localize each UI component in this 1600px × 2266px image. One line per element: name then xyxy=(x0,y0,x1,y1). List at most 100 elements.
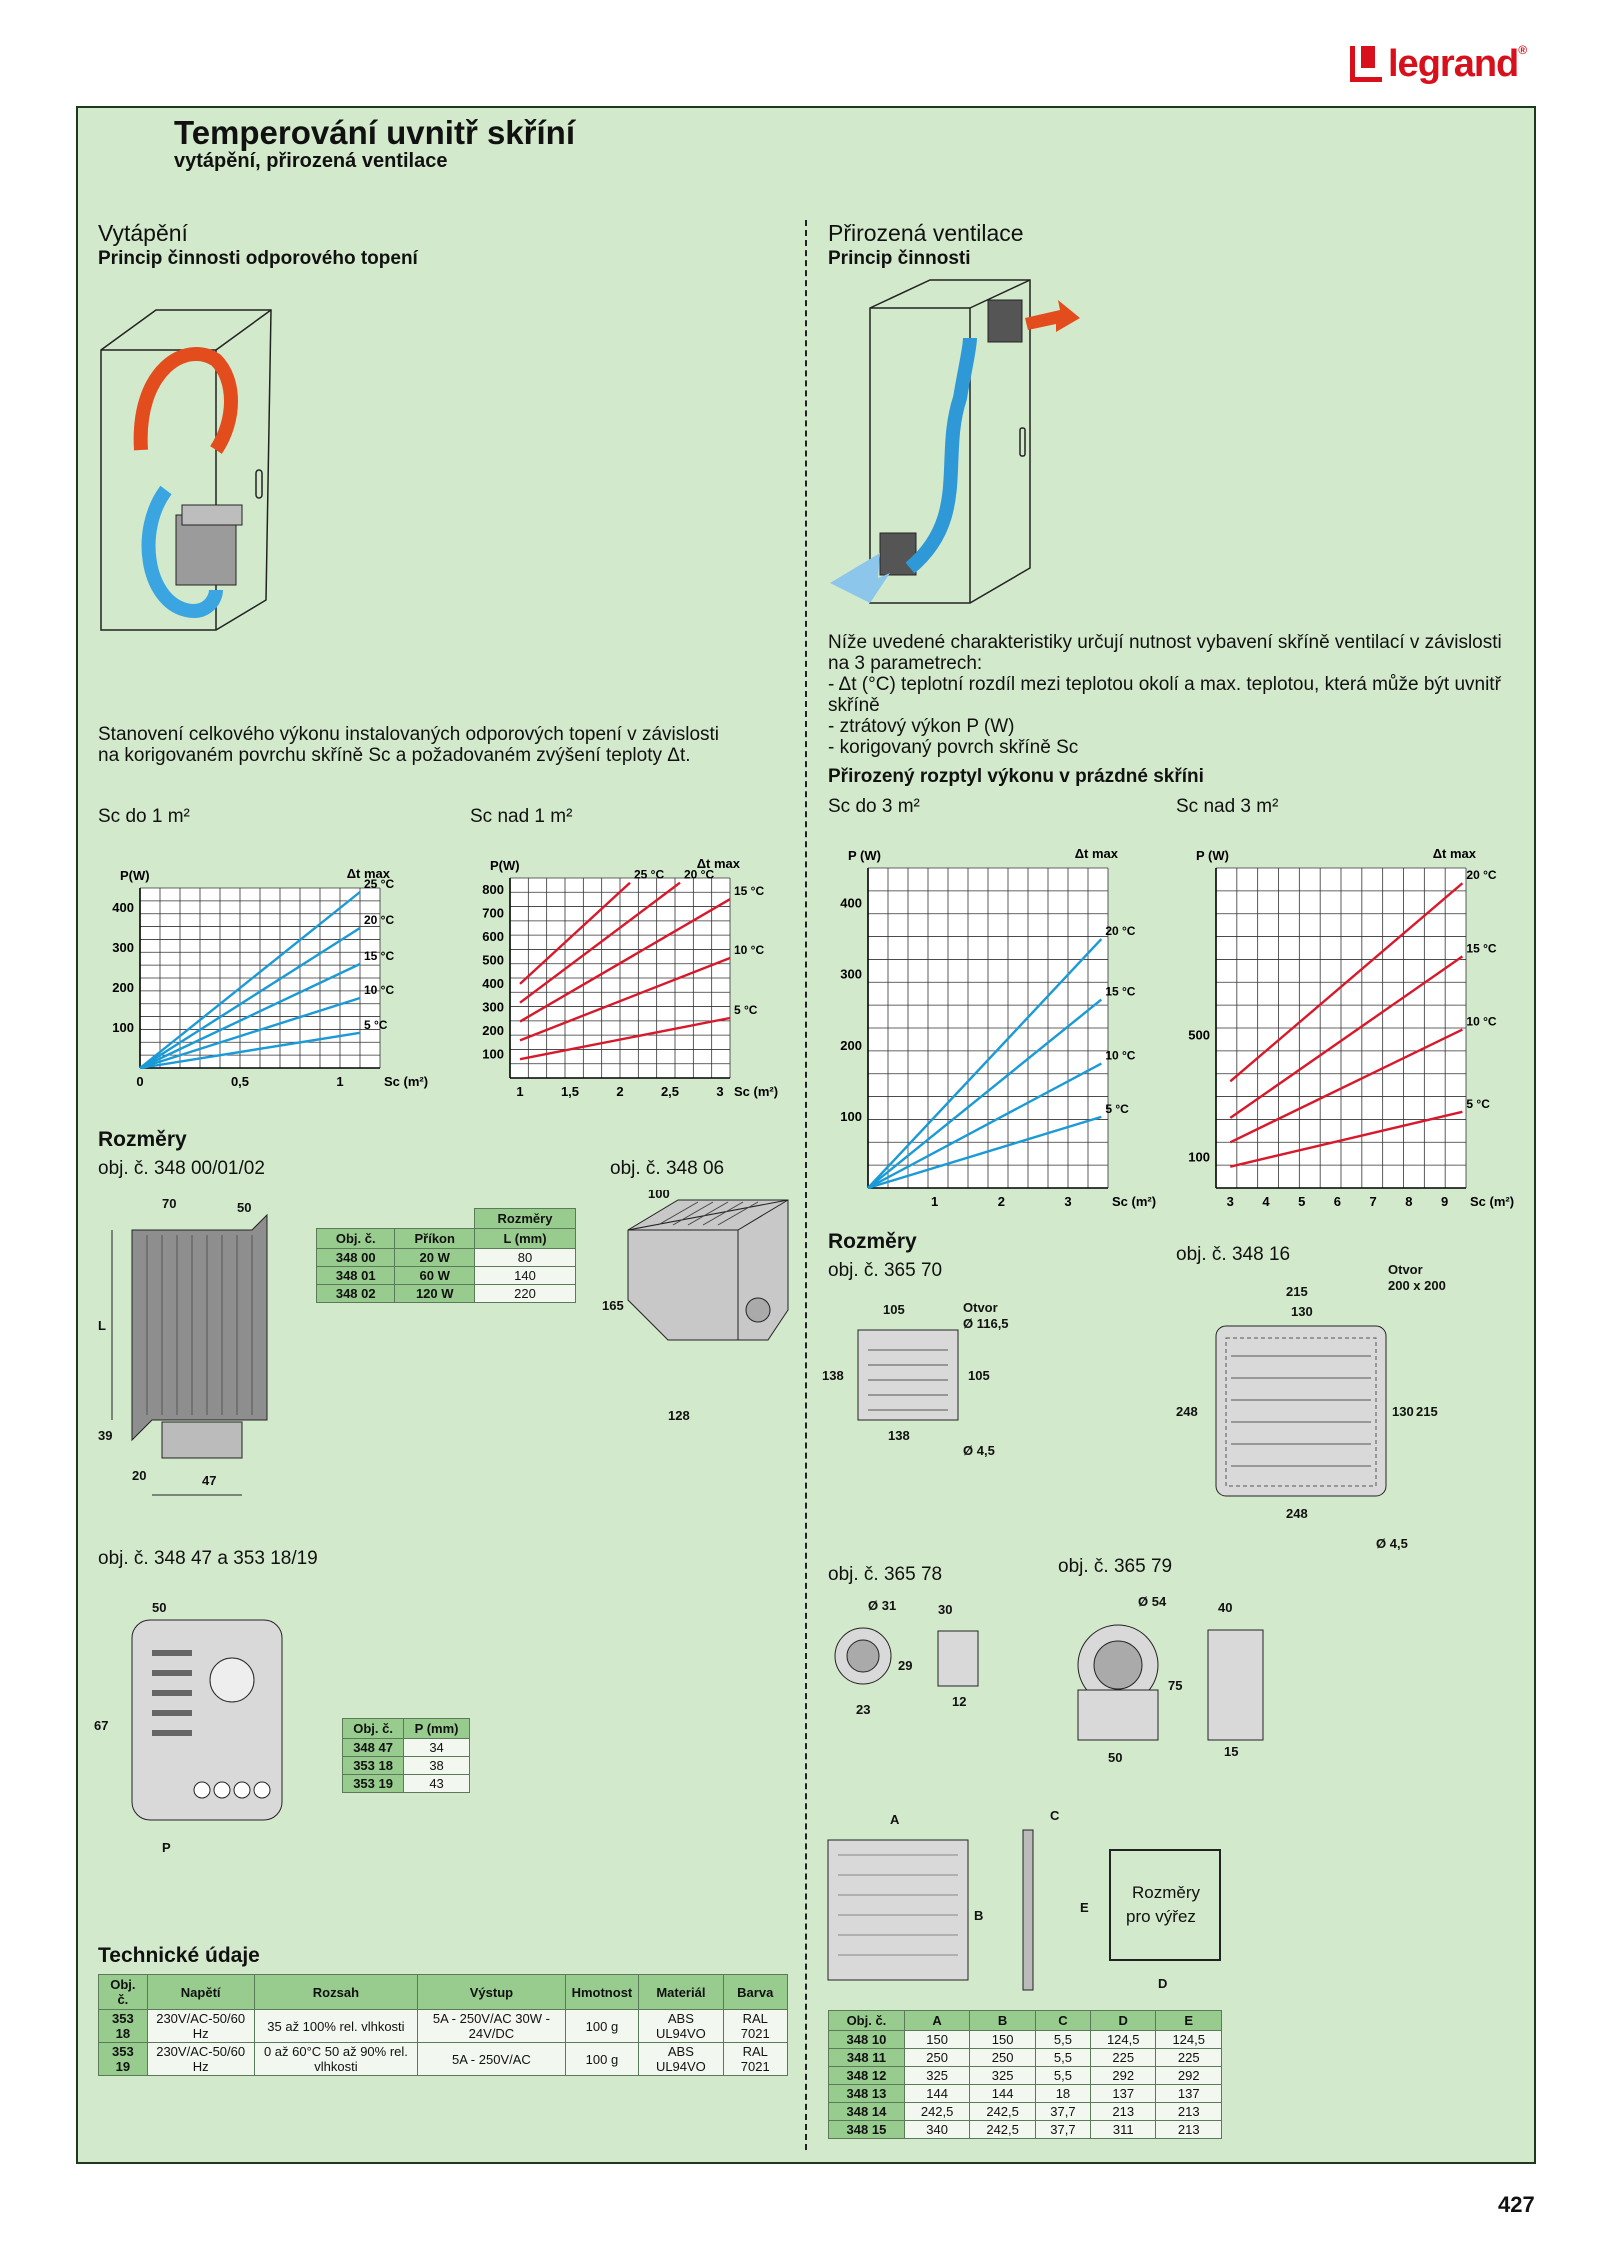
x-tick-label: 3 xyxy=(716,1084,723,1099)
thermostat-drawing: 50 67 P xyxy=(94,1600,283,1855)
series-label: 5 °C xyxy=(1105,1102,1129,1116)
d5-label-4: D xyxy=(1158,1976,1167,1991)
series-label: 15 °C xyxy=(364,949,394,963)
legend-title: Δt max xyxy=(1075,846,1119,861)
series-label: 15 °C xyxy=(1466,941,1496,955)
series-label: 25 °C xyxy=(364,877,394,891)
y-tick-label: 700 xyxy=(482,905,504,920)
dimensions-right-heading: Rozměry xyxy=(828,1230,917,1253)
d3-label-0: Ø 31 xyxy=(868,1598,896,1613)
y-tick-label: 100 xyxy=(112,1020,134,1035)
legend-title: Δt max xyxy=(1433,846,1477,861)
technical-table: Obj. č. Napětí Rozsah Výstup Hmotnost Ma… xyxy=(98,1974,788,2076)
series-line xyxy=(867,1062,1102,1190)
series-line xyxy=(867,998,1103,1189)
d2-label-6: 215 xyxy=(1416,1404,1438,1419)
series-label: 5 °C xyxy=(1466,1097,1490,1111)
chart-grid xyxy=(867,867,1109,1189)
chart-grid xyxy=(509,877,731,1079)
d2-label-1: 200 x 200 xyxy=(1388,1278,1446,1293)
x-tick-label: 0 xyxy=(136,1074,143,1089)
d1-label-0: 105 xyxy=(883,1302,905,1317)
series-line xyxy=(519,881,631,985)
series-label: 10 °C xyxy=(364,983,394,997)
dimensions-left-ref1: obj. č. 348 00/01/02 xyxy=(98,1158,265,1179)
dimensions-right-ref2: obj. č. 348 16 xyxy=(1176,1244,1291,1265)
x-tick-label: 2 xyxy=(998,1194,1005,1209)
x-axis-label: Sc (m²) xyxy=(384,1074,428,1089)
drawing1-label-5: 47 xyxy=(202,1473,216,1488)
ventilation-subheading: Princip činnosti xyxy=(828,248,971,269)
d4-label-4: 15 xyxy=(1224,1744,1238,1759)
series-line xyxy=(519,1016,731,1061)
ventilation-cabinet-illustration xyxy=(830,279,1080,604)
x-tick-label: 1 xyxy=(336,1074,343,1089)
technical-header: Výstup xyxy=(417,1974,566,2010)
heating-chart-label-right: Sc nad 1 m² xyxy=(470,806,573,827)
vent-fan-drawing-large: Ø 54 40 75 50 15 xyxy=(1077,1594,1264,1765)
d1-label-5: 138 xyxy=(888,1428,910,1443)
heating-heading: Vytápění xyxy=(98,220,188,246)
technical-header: Materiál xyxy=(638,1974,724,2010)
x-tick-label: 1,5 xyxy=(561,1084,579,1099)
chart-grid xyxy=(139,887,381,1069)
d3-label-3: 23 xyxy=(856,1702,870,1717)
y-axis-label: P(W) xyxy=(490,858,520,873)
dimensions-left-ref3: obj. č. 348 47 a 353 18/19 xyxy=(98,1548,318,1569)
series-label: 10 °C xyxy=(734,943,764,957)
x-tick-label: 7 xyxy=(1370,1194,1377,1209)
legrand-logo-icon xyxy=(1350,46,1382,82)
series-line xyxy=(139,962,361,1070)
d3-label-2: 29 xyxy=(898,1658,912,1673)
column-divider xyxy=(805,220,807,2150)
d2-label-3: 130 xyxy=(1291,1304,1313,1319)
technical-header: Napětí xyxy=(146,1974,255,2010)
d5-label-0: A xyxy=(890,1812,900,1827)
d1-label-3: 138 xyxy=(822,1368,844,1383)
heating-description: Stanovení celkového výkonu instalovaných… xyxy=(98,724,720,766)
series-line xyxy=(1229,882,1464,1083)
dimensions-left-ref2: obj. č. 348 06 xyxy=(610,1158,725,1179)
series-line xyxy=(1229,1028,1463,1144)
d1-label-1: Otvor xyxy=(963,1300,998,1315)
y-axis-label: P(W) xyxy=(120,868,150,883)
y-tick-label: 300 xyxy=(482,999,504,1014)
page-subtitle: vytápění, přirozená ventilace xyxy=(174,150,448,172)
y-tick-label: 300 xyxy=(840,967,862,982)
ventilation-chart-label-right: Sc nad 3 m² xyxy=(1176,796,1279,817)
drawing1-label-2: L xyxy=(98,1318,106,1333)
d2-label-7: 248 xyxy=(1286,1506,1308,1521)
heating-subheading: Princip činnosti odporového topení xyxy=(98,248,418,269)
y-tick-label: 200 xyxy=(482,1023,504,1038)
y-tick-label: 600 xyxy=(482,929,504,944)
brand-name: legrand xyxy=(1388,42,1519,85)
series-line xyxy=(867,938,1103,1189)
dimensions-right-ref3: obj. č. 365 78 xyxy=(828,1564,943,1585)
x-axis-label: Sc (m²) xyxy=(1470,1194,1514,1209)
x-axis-label: Sc (m²) xyxy=(734,1084,778,1099)
x-tick-label: 2,5 xyxy=(661,1084,679,1099)
x-tick-label: 4 xyxy=(1262,1194,1270,1209)
legrand-logo: legrand® xyxy=(1350,38,1540,90)
table1-header: Příkon xyxy=(394,1228,475,1249)
vent-table-header: C xyxy=(1034,2010,1091,2031)
drawing2-label-0: 100 xyxy=(648,1190,670,1201)
y-tick-label: 100 xyxy=(840,1109,862,1124)
d4-label-1: 40 xyxy=(1218,1600,1232,1615)
table1-group-header: Rozměry xyxy=(473,1208,577,1229)
ventilation-bullet-2: - ztrátový výkon P (W) xyxy=(828,716,1015,737)
vent-table-header: A xyxy=(903,2010,971,2031)
d1-label-6: Ø 4,5 xyxy=(963,1443,995,1458)
series-line xyxy=(139,926,361,1070)
y-axis-label: P (W) xyxy=(848,848,881,863)
d2-label-5: 130 xyxy=(1392,1404,1414,1419)
d5-label-1: C xyxy=(1050,1808,1060,1823)
d2-label-2: 215 xyxy=(1286,1284,1308,1299)
